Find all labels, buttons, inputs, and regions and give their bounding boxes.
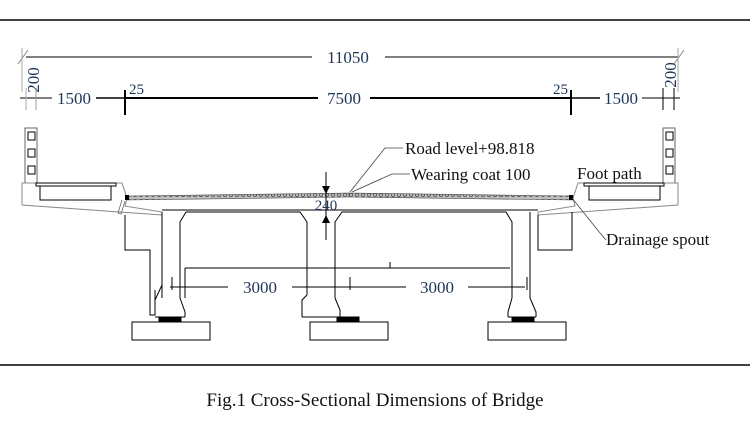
kerb-right xyxy=(569,195,573,200)
kerb-right-label: 25 xyxy=(553,82,568,98)
leader-lines xyxy=(349,147,607,241)
deck-thickness-label: 240 xyxy=(315,198,338,214)
carriageway-label: 7500 xyxy=(327,89,361,108)
girder-spacing-left-label: 3000 xyxy=(243,278,277,297)
kerb-left xyxy=(125,195,129,200)
girder-middle xyxy=(240,211,420,341)
wearing-coat-label: Wearing coat 100 xyxy=(411,165,530,184)
cantilever-slab-right xyxy=(537,182,679,216)
component-dimension-chain: 200 1500 25 7500 25 1500 200 xyxy=(20,62,680,115)
girder-spacing-right-label: 3000 xyxy=(420,278,454,297)
road-level-label: Road level+98.818 xyxy=(405,139,535,158)
drainage-spout-left xyxy=(117,199,126,215)
footpath-slab-left xyxy=(39,185,112,201)
overall-width-label: 11050 xyxy=(327,48,369,67)
wearing-coat-right xyxy=(348,192,574,201)
deck-thickness-dimension: 240 xyxy=(315,172,338,240)
girder-spacing-dimension: 3000 3000 xyxy=(170,277,528,297)
cantilever-slab-left xyxy=(21,182,163,216)
overall-width-dimension: 11050 xyxy=(17,48,685,92)
railing-left xyxy=(24,127,38,184)
figure-caption: Fig.1 Cross-Sectional Dimensions of Brid… xyxy=(206,390,544,411)
girder-left xyxy=(124,211,240,341)
railing-left-label: 200 xyxy=(24,67,43,93)
kerb-left-label: 25 xyxy=(129,82,144,98)
railing-right xyxy=(662,127,676,184)
girder-right xyxy=(420,211,573,341)
railing-right-label: 200 xyxy=(661,62,680,88)
foot-path-label: Foot path xyxy=(577,164,642,183)
footpath-left-label: 1500 xyxy=(57,89,91,108)
footpath-right-label: 1500 xyxy=(604,89,638,108)
cross-beam xyxy=(184,262,510,298)
drainage-spout-label: Drainage spout xyxy=(606,230,710,249)
footpath-slab-right xyxy=(588,185,661,201)
